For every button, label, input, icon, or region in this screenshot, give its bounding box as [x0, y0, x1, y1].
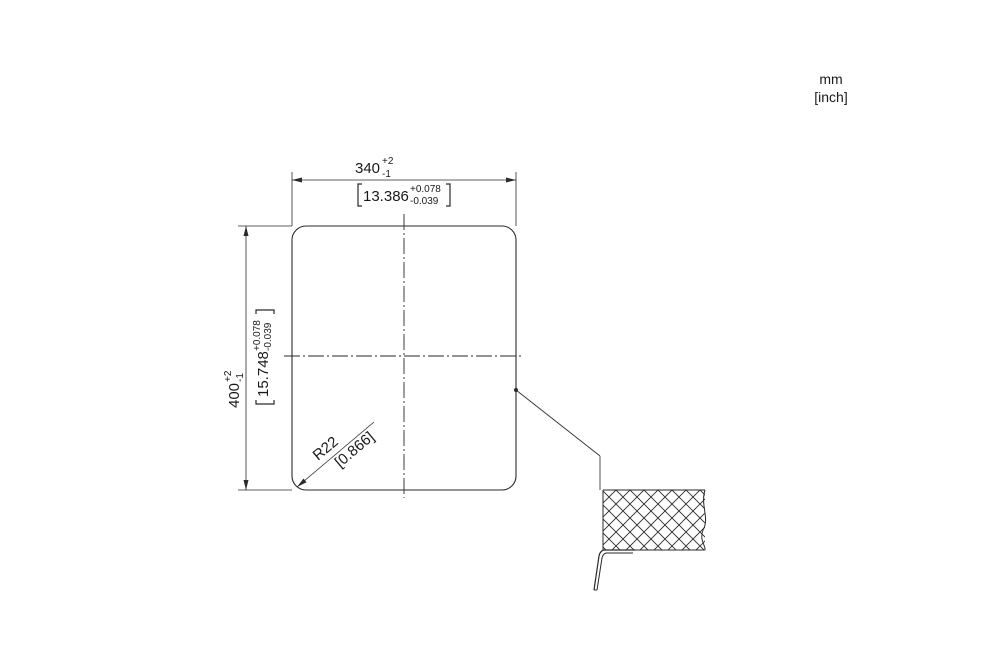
width-inch-bracket-left — [357, 183, 362, 207]
sink-flange-inner — [596, 552, 633, 591]
width-tol-mm-minus: -1 — [382, 169, 391, 180]
radius-value-inch: [0.866] — [332, 429, 378, 472]
detail-leader-diagonal — [515, 389, 601, 457]
height-inch-bracket-bottom — [255, 400, 275, 405]
height-inch-bracket-top — [255, 309, 275, 314]
height-arrow-top — [243, 226, 249, 236]
worktop-break-line — [701, 489, 707, 551]
width-arrow-right — [506, 177, 516, 183]
unit-inch-label: [inch] — [814, 89, 847, 105]
height-dimension: 400 +2 -1 15.748 +0.078 -0.039 — [223, 225, 292, 491]
height-arrow-bottom — [243, 480, 249, 490]
height-tol-mm-minus: -1 — [235, 373, 246, 382]
radius-leader-line — [296, 421, 375, 488]
width-dimension: 340 +2 -1 13.386 +0.078 -0.039 — [291, 156, 517, 226]
width-arrow-left — [292, 177, 302, 183]
width-tol-inch-plus: +0.078 — [410, 184, 441, 195]
worktop-hatch — [603, 490, 705, 550]
height-value-inch: 15.748 — [255, 351, 272, 397]
height-value-mm: 400 — [226, 383, 243, 408]
height-tol-mm-plus: +2 — [223, 370, 234, 382]
width-value-inch: 13.386 — [363, 188, 409, 205]
sink-flange-outer — [593, 549, 635, 591]
radius-dimension: R22 [0.866] — [296, 421, 378, 488]
width-tol-mm-plus: +2 — [382, 156, 394, 167]
width-value-mm: 340 — [355, 160, 380, 177]
height-tol-inch-plus: +0.078 — [252, 320, 263, 351]
worktop-section-detail — [593, 489, 707, 591]
width-tol-inch-minus: -0.039 — [410, 196, 439, 207]
unit-mm-label: mm — [819, 71, 842, 87]
radius-arrow — [297, 478, 307, 487]
width-inch-bracket-right — [446, 183, 451, 207]
height-tol-inch-minus: -0.039 — [263, 322, 274, 351]
